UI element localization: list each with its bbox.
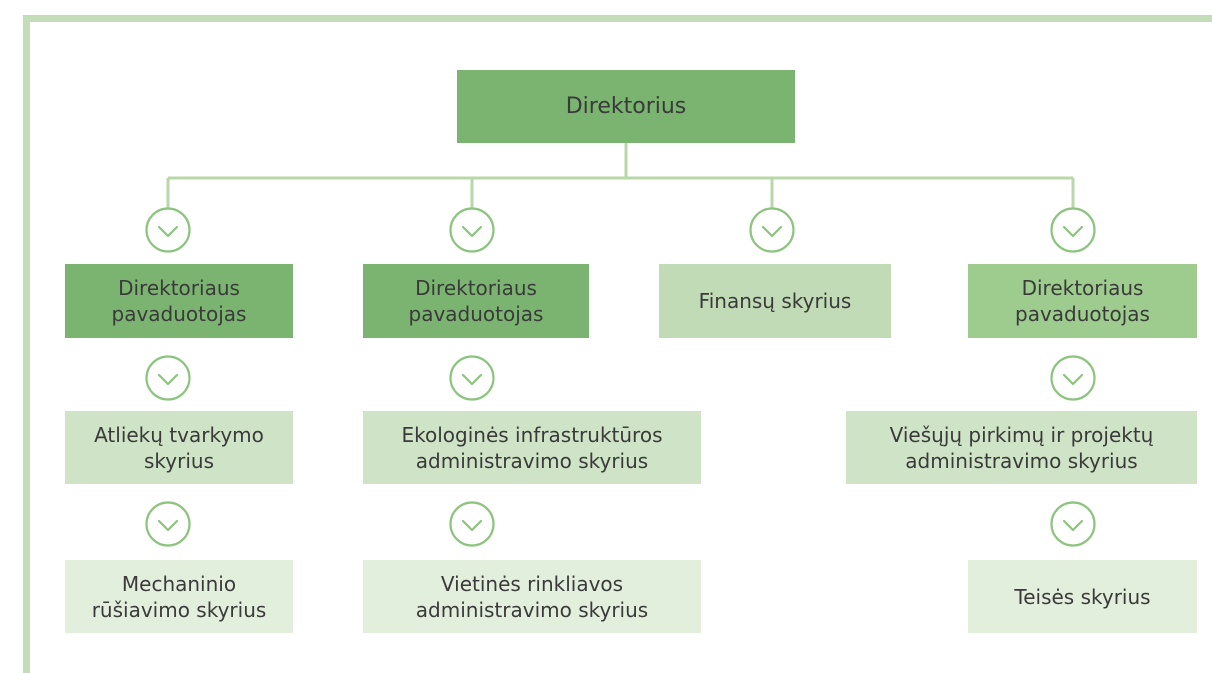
col4-level2-line2: administravimo skyrius — [905, 448, 1138, 473]
col4-head-line2: pavaduotojas — [1015, 302, 1150, 326]
col1-level3-box[interactable]: Mechaninio rūšiavimo skyrius — [65, 560, 293, 633]
col3-head-box[interactable]: Finansų skyrius — [659, 264, 891, 338]
chevron-down-icon[interactable] — [1050, 501, 1096, 547]
col2-head-line2: pavaduotojas — [408, 302, 544, 326]
col4-head-box[interactable]: Direktoriaus pavaduotojas — [968, 264, 1197, 338]
col2-level2-box[interactable]: Ekologinės infrastruktūros administravim… — [363, 411, 701, 484]
col2-level3-line2: administravimo skyrius — [415, 597, 649, 622]
chevron-down-icon[interactable] — [1050, 207, 1096, 253]
col4-level3-box[interactable]: Teisės skyrius — [968, 560, 1197, 633]
col1-head-box[interactable]: Direktoriaus pavaduotojas — [65, 264, 293, 338]
col2-level2-line1: Ekologinės infrastruktūros — [401, 422, 663, 447]
chevron-down-icon[interactable] — [1050, 355, 1096, 401]
chevron-down-icon[interactable] — [749, 207, 795, 253]
chevron-down-icon[interactable] — [449, 355, 495, 401]
col1-level3-line1: Mechaninio — [121, 571, 237, 596]
col1-level2-line2: skyrius — [143, 448, 214, 473]
chevron-down-icon[interactable] — [449, 207, 495, 253]
col4-level3-line1: Teisės skyrius — [1014, 584, 1151, 609]
chevron-down-icon[interactable] — [145, 355, 191, 401]
col1-level2-line1: Atliekų tvarkymo — [94, 422, 264, 447]
col1-head-line1: Direktoriaus — [118, 276, 240, 300]
col3-head-line1: Finansų skyrius — [698, 289, 852, 313]
director-label: Direktorius — [565, 93, 687, 119]
col1-level3-line2: rūšiavimo skyrius — [91, 597, 267, 622]
chevron-down-icon[interactable] — [449, 501, 495, 547]
col2-level2-line2: administravimo skyrius — [415, 448, 649, 473]
col2-head-box[interactable]: Direktoriaus pavaduotojas — [363, 264, 589, 338]
col2-level3-line1: Vietinės rinkliavos — [440, 571, 624, 596]
col4-level2-line1: Viešųjų pirkimų ir projektų — [889, 422, 1154, 447]
col2-head-line1: Direktoriaus — [415, 276, 537, 300]
director-box[interactable]: Direktorius — [457, 70, 795, 143]
frame-left-border — [23, 15, 30, 673]
frame-top-border — [23, 15, 1212, 22]
col4-head-line1: Direktoriaus — [1021, 276, 1144, 300]
chevron-down-icon[interactable] — [145, 207, 191, 253]
chevron-down-icon[interactable] — [145, 501, 191, 547]
col4-level2-box[interactable]: Viešųjų pirkimų ir projektų administravi… — [846, 411, 1197, 484]
col1-head-line2: pavaduotojas — [111, 302, 247, 326]
col1-level2-box[interactable]: Atliekų tvarkymo skyrius — [65, 411, 293, 484]
col2-level3-box[interactable]: Vietinės rinkliavos administravimo skyri… — [363, 560, 701, 633]
